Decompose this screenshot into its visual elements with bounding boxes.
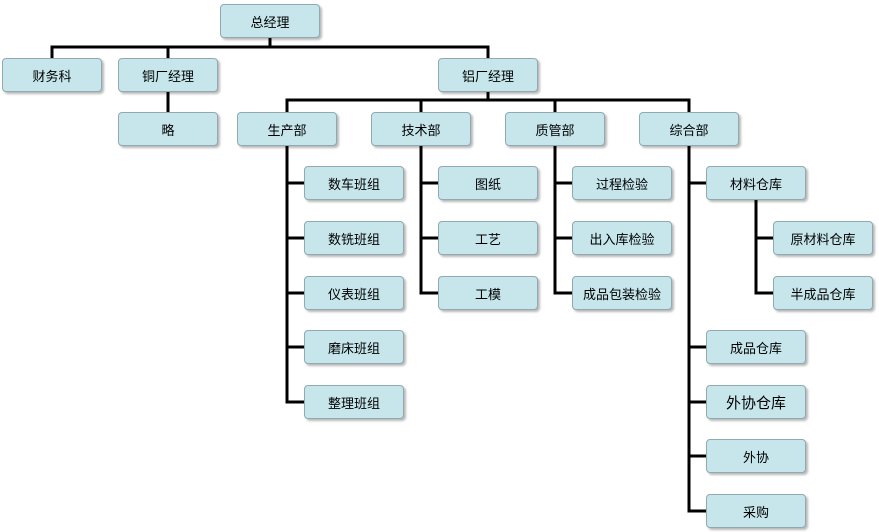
node-copper-plant-manager[interactable]: 铜厂经理 bbox=[118, 58, 218, 92]
node-outsourcing[interactable]: 外协 bbox=[706, 439, 806, 473]
node-aluminum-plant-manager[interactable]: 铝厂经理 bbox=[438, 58, 538, 92]
node-material-warehouse[interactable]: 材料仓库 bbox=[706, 166, 806, 200]
node-quality-item[interactable]: 出入库检验 bbox=[572, 221, 672, 255]
node-raw-material-warehouse[interactable]: 原材料仓库 bbox=[773, 221, 873, 255]
node-production-team[interactable]: 数铣班组 bbox=[304, 221, 404, 255]
node-outsourcing-warehouse[interactable]: 外协仓库 bbox=[706, 385, 806, 419]
node-quality-dept[interactable]: 质管部 bbox=[505, 112, 605, 146]
node-production-team[interactable]: 数车班组 bbox=[304, 166, 404, 200]
node-production-team[interactable]: 磨床班组 bbox=[304, 330, 404, 364]
node-technology-item[interactable]: 工模 bbox=[438, 276, 538, 310]
node-production-dept[interactable]: 生产部 bbox=[237, 112, 337, 146]
node-general-dept[interactable]: 综合部 bbox=[639, 112, 739, 146]
node-semi-finished-warehouse[interactable]: 半成品仓库 bbox=[773, 276, 873, 310]
node-procurement[interactable]: 采购 bbox=[706, 494, 806, 528]
node-finance[interactable]: 财务科 bbox=[2, 58, 102, 92]
node-technology-dept[interactable]: 技术部 bbox=[371, 112, 471, 146]
node-quality-item[interactable]: 过程检验 bbox=[572, 166, 672, 200]
node-quality-item[interactable]: 成品包装检验 bbox=[572, 276, 672, 310]
node-technology-item[interactable]: 图纸 bbox=[438, 166, 538, 200]
node-production-team[interactable]: 整理班组 bbox=[304, 385, 404, 419]
node-finished-goods-warehouse[interactable]: 成品仓库 bbox=[706, 330, 806, 364]
node-copper-omitted[interactable]: 略 bbox=[118, 112, 218, 146]
node-production-team[interactable]: 仪表班组 bbox=[304, 276, 404, 310]
node-general-manager[interactable]: 总经理 bbox=[220, 4, 320, 38]
node-technology-item[interactable]: 工艺 bbox=[438, 221, 538, 255]
